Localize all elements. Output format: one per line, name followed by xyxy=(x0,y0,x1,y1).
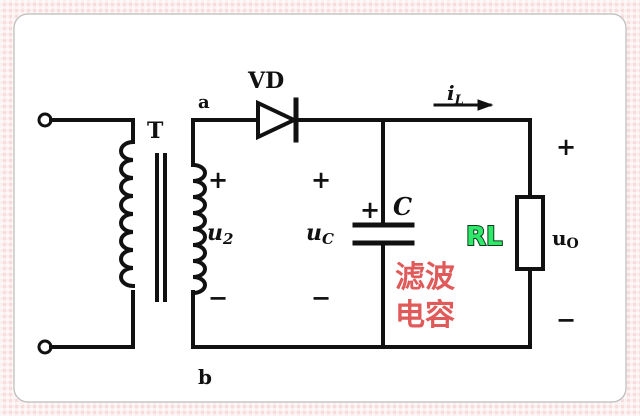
node-a-label: a xyxy=(198,92,210,113)
annotation-line1: 滤波 xyxy=(395,260,456,295)
primary-wire-top xyxy=(49,118,135,144)
resistor-label: RL xyxy=(466,222,503,252)
resistor-body xyxy=(515,195,545,271)
capacitor-plus: + xyxy=(360,195,380,224)
circuit-wires xyxy=(191,118,532,349)
u2-label: u2 xyxy=(207,220,233,248)
scalloped-frame xyxy=(13,13,627,403)
u2-plus: + xyxy=(208,165,228,194)
uo-plus: + xyxy=(556,132,576,161)
primary-wire-bottom xyxy=(49,290,135,349)
transformer-core xyxy=(155,153,167,302)
uc-label: uC xyxy=(306,220,334,248)
capacitor-label: C xyxy=(393,192,412,221)
annotation-line2: 电容 xyxy=(395,298,455,333)
uo-minus: − xyxy=(556,305,576,334)
secondary-coil xyxy=(190,162,207,296)
uc-plus: + xyxy=(311,165,331,194)
current-arrowhead xyxy=(477,99,494,111)
diode-triangle xyxy=(256,99,299,141)
primary-coil xyxy=(119,139,136,289)
current-label: iL xyxy=(447,81,464,108)
u2-minus: − xyxy=(208,283,228,312)
uo-label: uO xyxy=(552,226,579,252)
node-b-label: b xyxy=(198,365,212,389)
uc-minus: − xyxy=(311,283,331,312)
transformer-label: T xyxy=(147,118,164,144)
capacitor-plates xyxy=(352,222,415,246)
diode-label: VD xyxy=(247,68,284,94)
